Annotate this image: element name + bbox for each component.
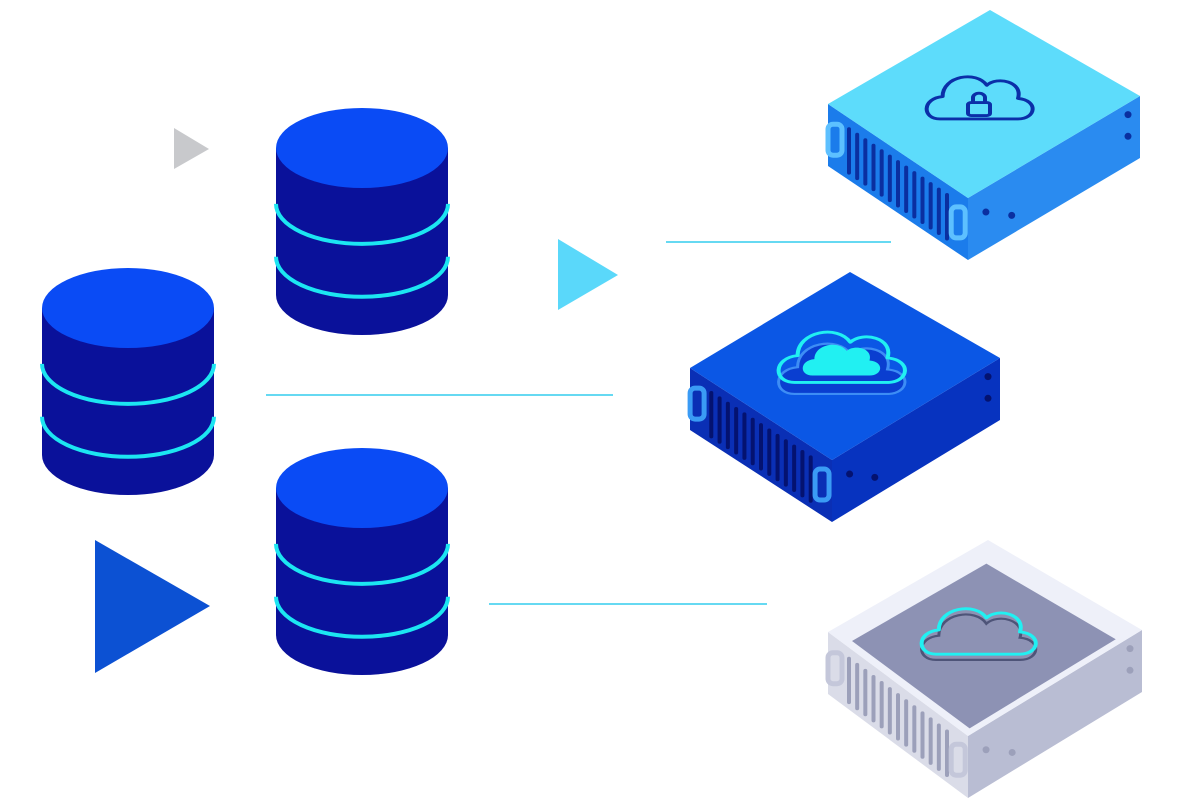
server-vents	[709, 390, 813, 503]
server-side-face	[832, 358, 1000, 522]
screw	[982, 208, 990, 216]
screw	[1126, 645, 1134, 653]
server-vents	[847, 127, 949, 241]
handle-1	[825, 121, 845, 158]
database-body	[42, 308, 214, 495]
server-inner-tray	[852, 563, 1116, 729]
screw	[1008, 211, 1016, 219]
database-ring-1	[274, 543, 450, 586]
database-cap	[42, 268, 214, 348]
screw	[982, 746, 990, 754]
database-ring-1	[274, 203, 450, 246]
server-side-face	[968, 630, 1142, 798]
arrow-light-blue-icon	[558, 239, 618, 310]
database-body	[276, 148, 448, 335]
screw	[984, 394, 992, 402]
database-cap	[276, 108, 448, 188]
handle-1	[825, 650, 845, 687]
handle-2	[812, 466, 832, 503]
server-white-icon	[825, 540, 1142, 798]
server-vents	[847, 656, 949, 777]
database-cap	[276, 448, 448, 528]
screw	[984, 373, 992, 381]
database-ring-2	[40, 416, 216, 459]
database-ring-2	[274, 596, 450, 639]
server-side-face	[968, 96, 1140, 260]
database-ring-1	[40, 363, 216, 406]
database-ring-2	[274, 256, 450, 299]
screw	[1126, 666, 1134, 674]
cloud-outline-icon	[919, 607, 1038, 661]
server-light-blue-icon	[825, 10, 1140, 260]
database-body	[276, 488, 448, 675]
handle-2	[948, 204, 968, 241]
cloud-lock-icon	[924, 75, 1035, 121]
screw	[846, 470, 854, 478]
screw	[1124, 111, 1132, 119]
screw	[871, 473, 879, 481]
arrow-dark-blue-icon	[95, 540, 210, 673]
handle-2	[948, 741, 968, 778]
database-bottom-icon	[274, 448, 450, 675]
handle-1	[687, 385, 707, 422]
server-blue-icon	[687, 272, 1000, 522]
database-left-icon	[40, 268, 216, 495]
arrow-gray-icon	[174, 128, 209, 169]
cloud-icon	[776, 330, 907, 396]
database-top-icon	[274, 108, 450, 335]
screw	[1124, 132, 1132, 140]
screw	[1008, 748, 1016, 756]
